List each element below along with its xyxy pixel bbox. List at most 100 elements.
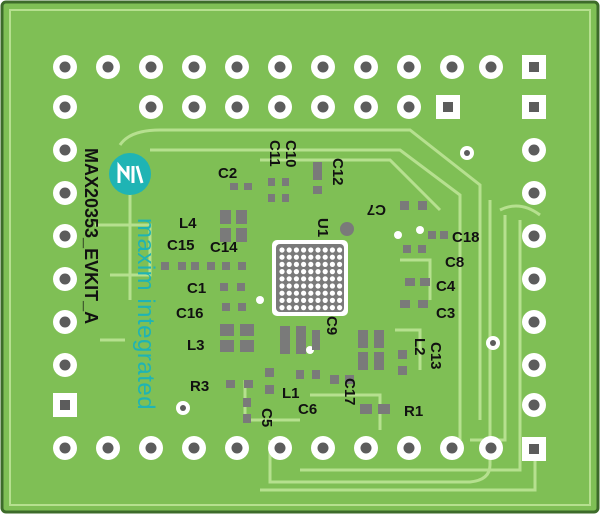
smd-pad-3 xyxy=(268,178,275,186)
header-pad-row2-1 xyxy=(53,95,77,119)
maxim-logo: maxim integrated xyxy=(109,153,159,410)
smd-pad-37 xyxy=(280,326,290,354)
smd-pad-36 xyxy=(240,340,254,352)
smd-pad-33 xyxy=(220,324,234,336)
smd-pad-49 xyxy=(265,385,274,394)
smd-pad-46 xyxy=(226,380,235,388)
smd-pad-17 xyxy=(220,228,231,242)
smd-pad-20 xyxy=(178,262,186,270)
header-pad-right-1 xyxy=(522,138,546,162)
smd-pad-53 xyxy=(345,375,354,384)
smd-pad-2 xyxy=(244,183,252,190)
header-pad-top-3 xyxy=(139,55,163,79)
label-r3: R3 xyxy=(190,378,209,395)
header-pad-row2-5 xyxy=(268,95,292,119)
header-pad-top-10 xyxy=(440,55,464,79)
smd-pad-50 xyxy=(296,370,304,379)
smd-components xyxy=(161,162,448,423)
header-pad-bottom-2 xyxy=(96,436,120,460)
smd-pad-25 xyxy=(405,278,415,286)
header-pad-left-1 xyxy=(53,138,77,162)
header-pad-row2-6 xyxy=(311,95,335,119)
label-c11: C11 xyxy=(266,140,283,167)
label-l1: L1 xyxy=(282,385,300,402)
logo-text: maxim integrated xyxy=(132,218,159,410)
header-pad-bottom-8 xyxy=(354,436,378,460)
header-pad-top-2 xyxy=(96,55,120,79)
smd-pad-5 xyxy=(282,178,289,186)
label-c9: C9 xyxy=(323,316,340,335)
smd-pad-21 xyxy=(191,262,199,270)
label-r1: R1 xyxy=(404,403,423,420)
smd-pad-4 xyxy=(268,194,275,202)
smd-pad-8 xyxy=(313,186,322,194)
smd-pad-51 xyxy=(312,370,320,379)
header-pad-bottom-11 xyxy=(479,436,503,460)
label-l3: L3 xyxy=(187,337,205,354)
label-c8: C8 xyxy=(445,254,464,271)
smd-pad-15 xyxy=(220,210,231,224)
label-c14: C14 xyxy=(210,239,238,256)
label-c16: C16 xyxy=(176,305,204,322)
header-pad-left-5 xyxy=(53,310,77,334)
smd-pad-12 xyxy=(440,231,448,239)
header-pad-right-3 xyxy=(522,224,546,248)
silkscreen-labels: C2 C10 C11 C12 C7 U1 C18 L4 C15 C14 C8 C… xyxy=(167,140,480,427)
header-pad-left-6 xyxy=(53,353,77,377)
smd-pad-47 xyxy=(244,380,253,388)
header-pad-left-4 xyxy=(53,267,77,291)
smd-pad-27 xyxy=(400,300,410,308)
label-c12: C12 xyxy=(329,158,346,186)
header-pad-bottom-3 xyxy=(139,436,163,460)
header-pad-right-5 xyxy=(522,310,546,334)
smd-pad-13 xyxy=(403,245,411,253)
label-c2: C2 xyxy=(218,165,237,182)
smd-pad-1 xyxy=(230,183,238,190)
header-pad-top-8 xyxy=(354,55,378,79)
header-pad-top-5 xyxy=(225,55,249,79)
header-column-left xyxy=(53,138,77,377)
label-u1: U1 xyxy=(314,218,331,237)
header-pad-left-3 xyxy=(53,224,77,248)
smd-pad-40 xyxy=(358,330,368,348)
header-pad-row2-7 xyxy=(354,95,378,119)
label-c15: C15 xyxy=(167,237,195,254)
smd-pad-30 xyxy=(237,283,245,291)
smd-pad-39 xyxy=(312,330,320,350)
header-pad-right-2 xyxy=(522,181,546,205)
smd-pad-23 xyxy=(222,262,230,270)
smd-pad-11 xyxy=(428,231,436,239)
label-c13: C13 xyxy=(427,342,444,370)
smd-pad-6 xyxy=(282,194,289,202)
smd-pad-42 xyxy=(358,352,368,370)
smd-pad-57 xyxy=(243,414,251,423)
smd-pad-35 xyxy=(220,340,234,352)
label-c6: C6 xyxy=(298,401,317,418)
smd-pad-14 xyxy=(418,245,426,253)
header-pad-bottom-10 xyxy=(440,436,464,460)
vias xyxy=(176,146,500,415)
smd-pad-55 xyxy=(378,404,390,414)
trace-layer xyxy=(9,9,591,506)
smd-pad-38 xyxy=(296,326,306,354)
label-l2: L2 xyxy=(411,338,428,356)
header-pad-row2-4 xyxy=(225,95,249,119)
smd-pad-31 xyxy=(222,303,230,311)
via-4 xyxy=(340,222,354,236)
header-row-top xyxy=(53,55,503,119)
via-3 xyxy=(486,336,500,350)
header-pad-row2-2 xyxy=(139,95,163,119)
smd-pad-7 xyxy=(313,162,322,180)
label-c7: C7 xyxy=(367,201,386,218)
label-c5: C5 xyxy=(258,408,275,427)
header-pad-right-7 xyxy=(522,393,546,417)
smd-pad-9 xyxy=(400,201,409,210)
smd-pad-32 xyxy=(238,303,246,311)
header-column-right xyxy=(522,138,546,417)
header-pad-row2-3 xyxy=(182,95,206,119)
label-c3: C3 xyxy=(436,305,455,322)
header-pad-row2-8 xyxy=(397,95,421,119)
header-pad-bottom-7 xyxy=(311,436,335,460)
header-pad-top-11 xyxy=(479,55,503,79)
